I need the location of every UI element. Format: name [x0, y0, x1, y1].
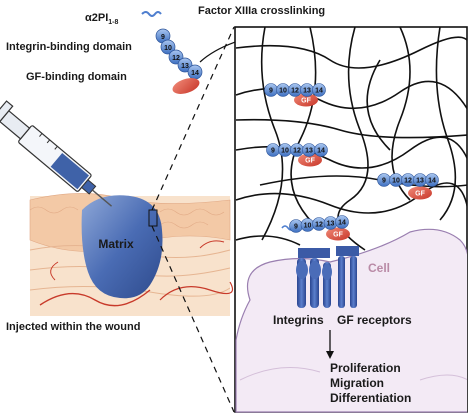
module-number: 14 [428, 178, 436, 185]
module-number: 14 [315, 88, 323, 95]
module-number: 13 [416, 178, 424, 185]
module-number: 13 [303, 88, 311, 95]
module-number: 12 [291, 88, 299, 95]
module-bead [160, 39, 176, 55]
gf-label: GF [415, 191, 425, 198]
module-number: 9 [294, 224, 298, 231]
module-bead [335, 215, 349, 229]
alpha2pi-construct: GF 9 10 12 13 14 [266, 143, 328, 167]
gf-receptors [336, 246, 359, 308]
differentiation-label: Differentiation [330, 391, 411, 405]
alpha2pi-construct: GF 9 10 12 13 14 [264, 83, 326, 107]
module-number: 12 [293, 148, 301, 155]
legend-modules [155, 28, 203, 80]
module-number: 13 [305, 148, 313, 155]
gf-ellipse [408, 186, 432, 200]
integrin-binding-label: Integrin-binding domain [6, 41, 132, 53]
gf-ellipse [294, 93, 318, 107]
module-bead [314, 143, 328, 157]
syringe-icon [0, 100, 113, 207]
matrix-label: Matrix [98, 237, 134, 251]
gf-receptors-label: GF receptors [337, 313, 412, 327]
alpha2pi-construct: GF 9 10 12 13 14 [377, 173, 439, 200]
gf-label: GF [333, 232, 343, 239]
module-number: 9 [382, 178, 386, 185]
cell-label: Cell [368, 261, 390, 275]
module-number: 10 [281, 148, 289, 155]
module-bead [425, 173, 439, 187]
module-number: 12 [315, 222, 323, 229]
module-number: 14 [317, 148, 325, 155]
cell-body [235, 228, 467, 413]
integrin-receptors [296, 248, 332, 308]
gf-ellipse [326, 227, 350, 241]
svg-text:13: 13 [181, 63, 189, 70]
gf-ellipse [298, 153, 322, 167]
svg-text:9: 9 [161, 34, 165, 41]
module-number: 10 [279, 88, 287, 95]
module-number: 9 [269, 88, 273, 95]
zoom-box [148, 209, 158, 227]
factor-xiiia-label: Factor XIIIa crosslinking [198, 5, 325, 17]
module-number: 12 [404, 178, 412, 185]
gf-ellipse [172, 78, 200, 94]
injected-label: Injected within the wound [6, 321, 140, 333]
integrins-label: Integrins [273, 313, 324, 327]
alpha2pi-label: α2PI1-8 [85, 12, 119, 26]
svg-text:10: 10 [164, 45, 172, 52]
gf-binding-label: GF-binding domain [26, 71, 127, 83]
legend-construct: 9 10 12 13 14 [141, 11, 203, 94]
module-number: 10 [392, 178, 400, 185]
module-number: 10 [304, 223, 312, 230]
module-bead [177, 57, 193, 73]
gf-label: GF [301, 98, 311, 105]
proliferation-label: Proliferation [330, 361, 401, 375]
matrix-blob [81, 195, 163, 299]
svg-text:14: 14 [191, 70, 199, 77]
migration-label: Migration [330, 376, 384, 390]
module-bead [312, 83, 326, 97]
gf-label: GF [305, 158, 315, 165]
module-number: 9 [271, 148, 275, 155]
svg-text:12: 12 [172, 55, 180, 62]
module-number: 13 [327, 221, 335, 228]
module-number: 14 [338, 220, 346, 227]
